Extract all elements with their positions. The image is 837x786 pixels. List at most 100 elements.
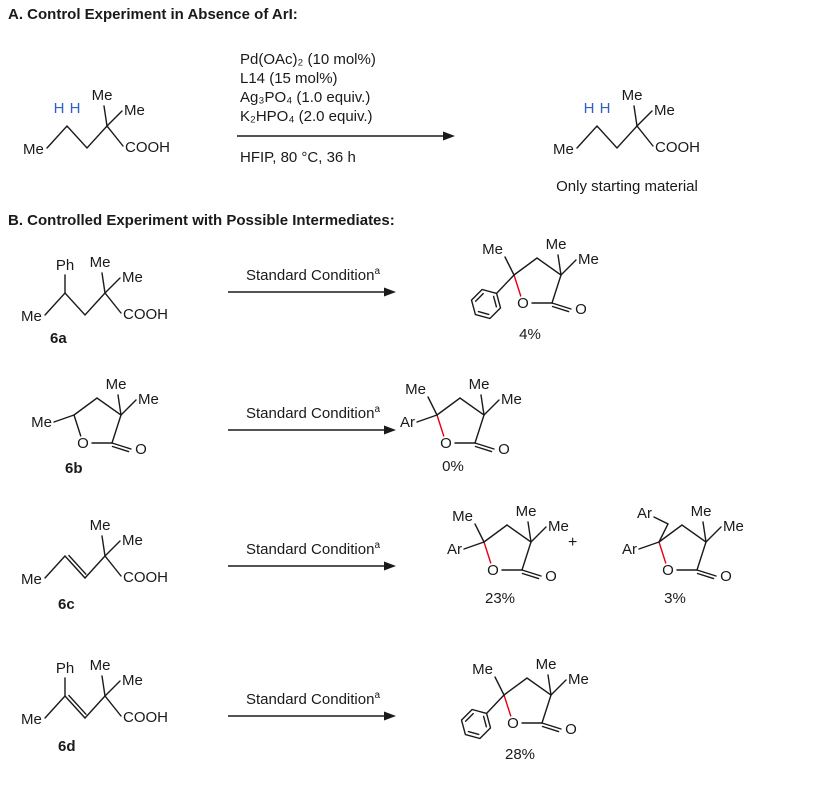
atom-label-aryl: Ar: [622, 541, 637, 558]
ring-bonds: [470, 254, 577, 320]
condition-text: Standard Conditiona: [228, 540, 398, 558]
atom-label-methyl: Me: [90, 517, 111, 534]
ring-bonds: [460, 674, 567, 740]
reaction-arrow: [228, 711, 396, 721]
structure-substrate-6b: O O Me Me Me: [31, 376, 159, 458]
skeleton-bonds: [46, 105, 124, 150]
atom-label-methyl: Me: [31, 414, 52, 431]
atom-label-ring-o: O: [507, 715, 519, 732]
atom-label-carbonyl-o: O: [575, 301, 587, 318]
atom-label-ring-o: O: [440, 435, 452, 452]
atom-label-cooh: COOH: [655, 139, 700, 156]
atom-label-methyl: Me: [548, 518, 569, 535]
reaction-arrow: [228, 287, 396, 297]
structure-product-6c-2: O O Me Me Ar Ar: [622, 503, 744, 585]
atom-label-ring-o: O: [662, 562, 674, 579]
atom-label-h: H: [584, 100, 595, 117]
phenyl-ring: [460, 708, 492, 740]
condition-text: Standard Conditiona: [228, 266, 398, 284]
atom-label-methyl: Me: [553, 141, 574, 158]
atom-label-methyl: Me: [568, 671, 589, 688]
atom-label-methyl: Me: [122, 672, 143, 689]
skeleton-bonds: [44, 272, 122, 317]
structure-substrate-6c: Me COOH Me Me: [21, 517, 168, 588]
atom-label-methyl: Me: [106, 376, 127, 393]
ring-bonds: [53, 394, 137, 453]
atom-label-methyl: Me: [469, 376, 490, 393]
ring-bonds: [463, 521, 547, 580]
atom-label-ring-o: O: [77, 435, 89, 452]
atom-label-methyl: Me: [723, 518, 744, 535]
yield-6b: 0%: [442, 458, 464, 475]
reaction-conditions-6b: Standard Conditiona: [228, 404, 398, 441]
condition-text: Standard Conditiona: [228, 690, 398, 708]
reaction-arrow: [237, 131, 455, 141]
atom-label-methyl: Me: [90, 657, 111, 674]
atom-label-methyl: Me: [21, 571, 42, 588]
skeleton-bonds: [44, 535, 122, 579]
atom-label-ring-o: O: [517, 295, 529, 312]
atom-label-carbonyl-o: O: [545, 568, 557, 585]
condition-label: Standard Condition: [246, 691, 375, 708]
condition-superscript: a: [374, 404, 380, 415]
condition-text: Standard Conditiona: [228, 404, 398, 422]
structure-substrate-6a: Me Ph COOH Me Me: [21, 254, 168, 325]
atom-label-methyl: Me: [691, 503, 712, 520]
yield-6c-1: 23%: [484, 590, 516, 607]
atom-label-methyl: Me: [122, 532, 143, 549]
atom-label-carbonyl-o: O: [565, 721, 577, 738]
skeleton-bonds: [44, 675, 122, 719]
atom-label-methyl: Me: [124, 102, 145, 119]
condition-line: L14 (15 mol%): [240, 70, 338, 87]
atom-label-methyl: Me: [92, 87, 113, 104]
atom-label-methyl: Me: [482, 241, 503, 258]
atom-label-methyl: Me: [138, 391, 159, 408]
atom-label-methyl: Me: [546, 236, 567, 253]
condition-superscript: a: [374, 266, 380, 277]
condition-below-arrow: HFIP, 80 °C, 36 h: [240, 149, 356, 166]
atom-label-cooh: COOH: [123, 306, 168, 323]
phenyl-ring: [470, 288, 502, 320]
yield-6d: 28%: [504, 746, 536, 763]
atom-label-methyl: Me: [452, 508, 473, 525]
atom-label-ring-o: O: [487, 562, 499, 579]
reaction-conditions-6c: Standard Conditiona: [228, 540, 398, 577]
yield-6a: 4%: [519, 326, 541, 343]
atom-label-methyl: Me: [622, 87, 643, 104]
reaction-conditions-6a: Standard Conditiona: [228, 266, 398, 303]
atom-label-methyl: Me: [23, 141, 44, 158]
atom-label-phenyl: Ph: [56, 660, 74, 677]
condition-label: Standard Condition: [246, 405, 375, 422]
condition-line: K₂HPO₄ (2.0 equiv.): [240, 108, 373, 125]
atom-label-cooh: COOH: [123, 709, 168, 726]
condition-line: Pd(OAc)₂ (10 mol%): [240, 51, 376, 68]
compound-id-6c: 6c: [58, 596, 75, 613]
atom-label-h: H: [54, 100, 65, 117]
yield-6c-2: 3%: [664, 590, 686, 607]
ring-bonds: [638, 516, 722, 580]
section-a-title: A. Control Experiment in Absence of ArI:: [8, 6, 298, 23]
atom-label-phenyl: Ph: [56, 257, 74, 274]
atom-label-h: H: [600, 100, 611, 117]
atom-label-methyl: Me: [516, 503, 537, 520]
condition-superscript: a: [374, 690, 380, 701]
atom-label-methyl: Me: [21, 308, 42, 325]
atom-label-aryl: Ar: [447, 541, 462, 558]
atom-label-methyl: Me: [501, 391, 522, 408]
atom-label-h: H: [70, 100, 81, 117]
conditions-list: Pd(OAc)₂ (10 mol%) L14 (15 mol%) Ag₃PO₄ …: [240, 50, 376, 126]
plus-sign: +: [568, 534, 578, 551]
atom-label-methyl: Me: [122, 269, 143, 286]
atom-label-carbonyl-o: O: [498, 441, 510, 458]
structure-substrate-6d: Me Ph COOH Me Me: [21, 657, 168, 728]
atom-label-methyl: Me: [472, 661, 493, 678]
section-b-title: B. Controlled Experiment with Possible I…: [8, 212, 395, 229]
atom-label-methyl: Me: [405, 381, 426, 398]
structure-product-6b: O O Me Me Me Ar: [400, 376, 522, 458]
reaction-conditions-6d: Standard Conditiona: [228, 690, 398, 727]
compound-id-6b: 6b: [65, 460, 83, 477]
structure-starting-material-left: Me COOH Me Me H H: [23, 87, 170, 158]
ring-bonds: [416, 394, 500, 453]
atom-label-cooh: COOH: [123, 569, 168, 586]
